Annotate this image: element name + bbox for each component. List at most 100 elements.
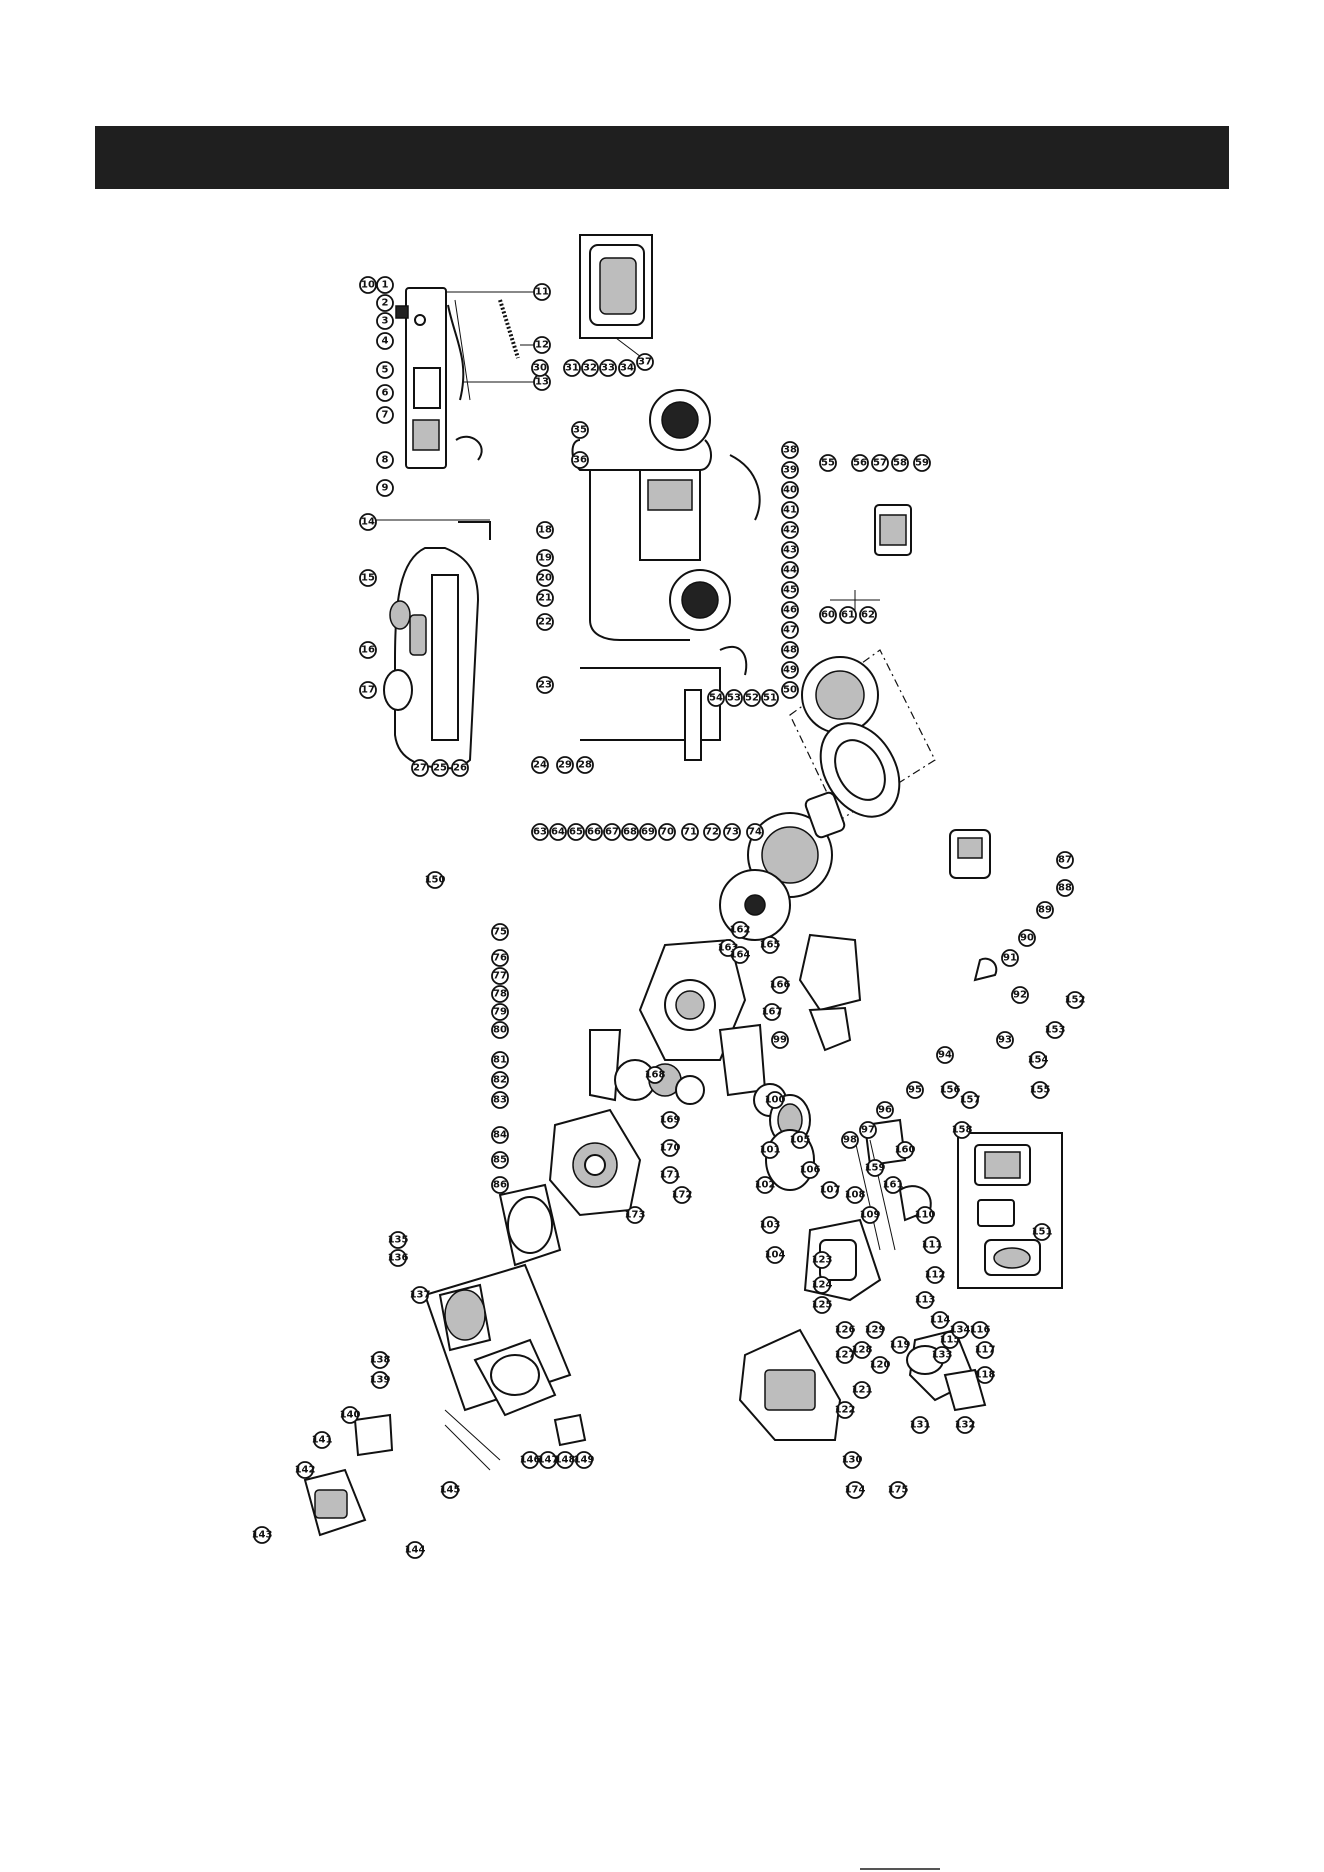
callout: 157 bbox=[960, 1091, 981, 1109]
callout: 40 bbox=[781, 481, 799, 499]
svg-text:171: 171 bbox=[660, 1170, 681, 1181]
svg-text:137: 137 bbox=[410, 1290, 431, 1301]
callout: 97 bbox=[859, 1121, 877, 1139]
svg-text:128: 128 bbox=[852, 1345, 873, 1356]
callout: 43 bbox=[781, 541, 799, 559]
callout: 145 bbox=[440, 1481, 460, 1499]
svg-text:172: 172 bbox=[672, 1190, 693, 1201]
svg-text:161: 161 bbox=[883, 1180, 904, 1191]
svg-text:81: 81 bbox=[493, 1055, 507, 1066]
callout: 71 bbox=[681, 823, 699, 841]
callout: 11 bbox=[533, 283, 551, 301]
svg-text:62: 62 bbox=[861, 610, 875, 621]
callout: 73 bbox=[723, 823, 741, 841]
callout: 127 bbox=[835, 1346, 855, 1364]
svg-text:63: 63 bbox=[533, 827, 547, 838]
callout: 54 bbox=[707, 689, 725, 707]
callout: 164 bbox=[730, 946, 750, 964]
svg-text:20: 20 bbox=[538, 573, 552, 584]
callout: 113 bbox=[915, 1291, 935, 1309]
callout: 17 bbox=[359, 681, 377, 699]
callout: 108 bbox=[845, 1186, 866, 1204]
callout: 3 bbox=[376, 312, 394, 330]
svg-text:5: 5 bbox=[382, 365, 389, 376]
callout: 20 bbox=[536, 569, 554, 587]
svg-text:89: 89 bbox=[1038, 905, 1052, 916]
callout: 78 bbox=[491, 985, 509, 1003]
callout: 35 bbox=[571, 421, 589, 439]
callout: 19 bbox=[536, 549, 554, 567]
svg-text:7: 7 bbox=[382, 410, 389, 421]
air-filter bbox=[830, 504, 912, 615]
svg-text:174: 174 bbox=[845, 1485, 866, 1496]
svg-text:77: 77 bbox=[493, 971, 507, 982]
callout: 98 bbox=[841, 1131, 859, 1149]
svg-text:166: 166 bbox=[770, 980, 791, 991]
callout: 85 bbox=[491, 1151, 509, 1169]
svg-text:157: 157 bbox=[960, 1095, 981, 1106]
callout: 56 bbox=[851, 454, 869, 472]
svg-text:82: 82 bbox=[493, 1075, 507, 1086]
callout: 125 bbox=[812, 1296, 832, 1314]
svg-text:102: 102 bbox=[755, 1180, 776, 1191]
callout: 171 bbox=[660, 1166, 681, 1184]
svg-text:37: 37 bbox=[638, 357, 652, 368]
callout: 61 bbox=[839, 606, 857, 624]
svg-text:24: 24 bbox=[533, 760, 547, 771]
svg-text:74: 74 bbox=[748, 827, 762, 838]
svg-text:42: 42 bbox=[783, 525, 797, 536]
callout: 23 bbox=[536, 676, 554, 694]
svg-text:108: 108 bbox=[845, 1190, 866, 1201]
callout: 147 bbox=[538, 1451, 558, 1469]
callout: 10 bbox=[359, 276, 377, 294]
svg-text:27: 27 bbox=[413, 763, 427, 774]
svg-text:54: 54 bbox=[709, 693, 723, 704]
callout: 105 bbox=[790, 1131, 810, 1149]
callout: 55 bbox=[819, 454, 837, 472]
svg-text:107: 107 bbox=[820, 1185, 841, 1196]
svg-text:32: 32 bbox=[583, 363, 597, 374]
svg-text:120: 120 bbox=[870, 1360, 891, 1371]
svg-text:96: 96 bbox=[878, 1105, 892, 1116]
callout: 46 bbox=[781, 601, 799, 619]
svg-text:92: 92 bbox=[1013, 990, 1027, 1001]
callout: 165 bbox=[760, 936, 780, 954]
svg-text:21: 21 bbox=[538, 593, 552, 604]
callout: 60 bbox=[819, 606, 837, 624]
svg-text:15: 15 bbox=[361, 573, 375, 584]
callout: 53 bbox=[725, 689, 743, 707]
callout: 13 bbox=[533, 373, 551, 391]
svg-text:16: 16 bbox=[361, 645, 375, 656]
svg-text:19: 19 bbox=[538, 553, 552, 564]
svg-text:23: 23 bbox=[538, 680, 552, 691]
header-bar bbox=[95, 126, 1229, 189]
svg-text:40: 40 bbox=[783, 485, 797, 496]
callout: 30 bbox=[531, 359, 549, 377]
callout: 75 bbox=[491, 923, 509, 941]
svg-text:163: 163 bbox=[718, 943, 739, 954]
svg-text:173: 173 bbox=[625, 1210, 646, 1221]
callout: 12 bbox=[533, 336, 551, 354]
svg-text:116: 116 bbox=[970, 1325, 991, 1336]
svg-text:3: 3 bbox=[382, 316, 389, 327]
footer-rule bbox=[860, 1868, 940, 1870]
callout: 139 bbox=[370, 1371, 390, 1389]
callout: 42 bbox=[781, 521, 799, 539]
callout: 129 bbox=[865, 1321, 885, 1339]
svg-text:158: 158 bbox=[952, 1125, 973, 1136]
svg-text:106: 106 bbox=[800, 1165, 821, 1176]
callout: 114 bbox=[930, 1311, 950, 1329]
svg-text:168: 168 bbox=[645, 1070, 666, 1081]
callout: 175 bbox=[888, 1481, 908, 1499]
callout: 52 bbox=[743, 689, 761, 707]
callout: 159 bbox=[865, 1159, 885, 1177]
callout: 110 bbox=[915, 1206, 935, 1224]
callout: 174 bbox=[845, 1481, 866, 1499]
callout: 117 bbox=[975, 1341, 995, 1359]
callout: 27 bbox=[411, 759, 429, 777]
svg-text:44: 44 bbox=[783, 565, 797, 576]
svg-text:119: 119 bbox=[890, 1340, 911, 1351]
callout: 74 bbox=[746, 823, 764, 841]
svg-text:121: 121 bbox=[852, 1385, 873, 1396]
svg-text:71: 71 bbox=[683, 827, 697, 838]
